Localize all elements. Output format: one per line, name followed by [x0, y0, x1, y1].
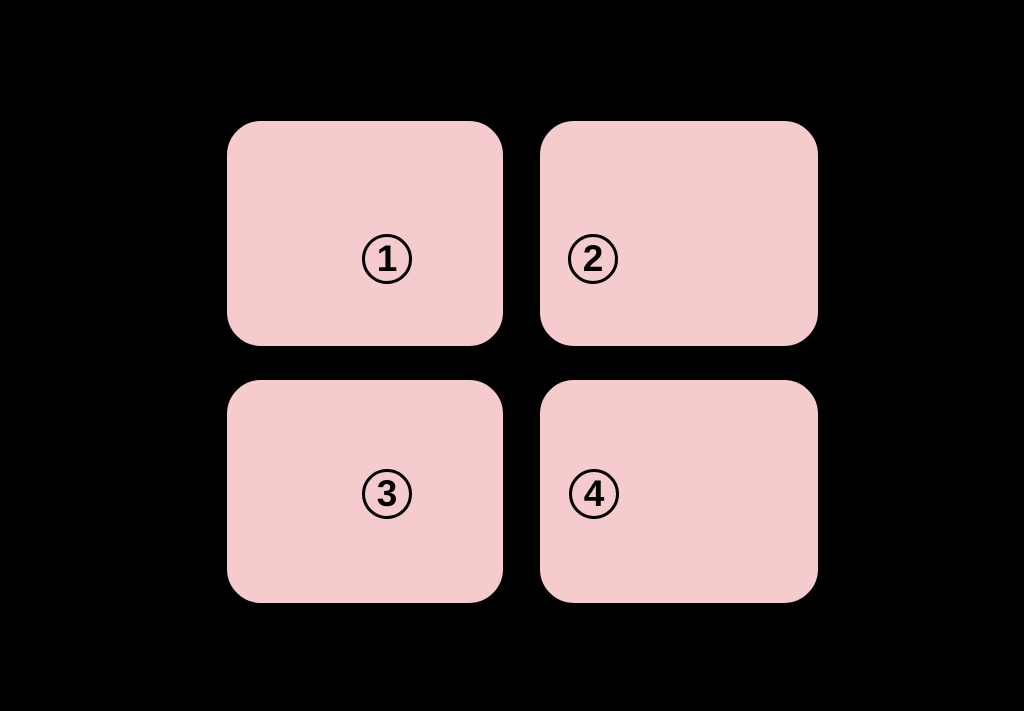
circled-number-3: 3 [362, 469, 412, 519]
node-3: 3 [225, 378, 505, 605]
circled-number-1: 1 [362, 234, 412, 284]
node-1: 1 [225, 119, 505, 348]
circled-number-4: 4 [569, 469, 619, 519]
node-2: 2 [538, 119, 820, 348]
circled-number-2: 2 [568, 234, 618, 284]
node-4: 4 [538, 378, 820, 605]
